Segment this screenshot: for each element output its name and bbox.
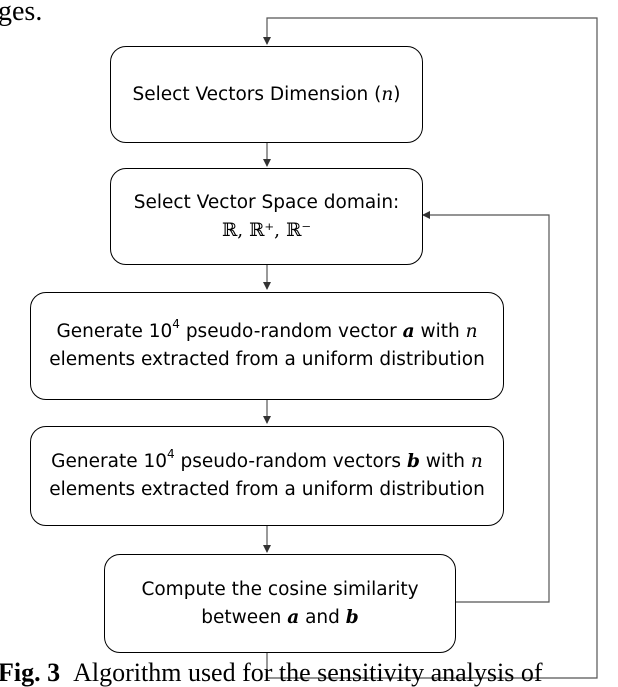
- top-clipped-text: ges.: [0, 0, 43, 27]
- outer-loop-connector: [263, 17, 598, 679]
- box-select-dimension: Select Vectors Dimension (n): [110, 46, 423, 143]
- box-cosine-similarity: Compute the cosine similarity between a …: [104, 554, 456, 653]
- box-select-domain: Select Vector Space domain: ℝ, ℝ⁺, ℝ⁻: [110, 168, 423, 265]
- inner-loop-connector: [422, 211, 550, 603]
- figure-caption: Fig. 3 Algorithm used for the sensitivit…: [0, 658, 543, 687]
- box-generate-a: Generate 104 pseudo-random vector a with…: [30, 292, 504, 400]
- box-generate-b: Generate 104 pseudo-random vectors b wit…: [30, 426, 504, 526]
